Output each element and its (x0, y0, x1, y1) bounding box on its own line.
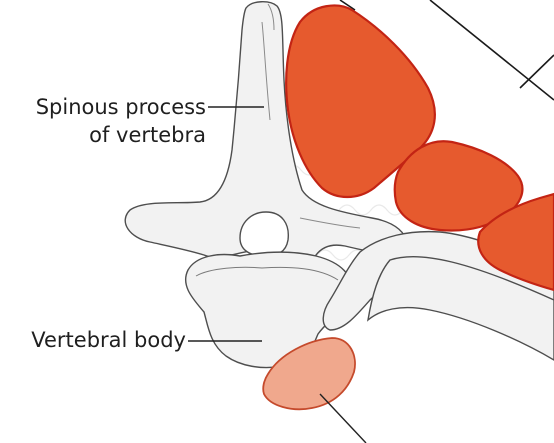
pale-structure (262, 337, 356, 411)
label-vertebral-body-text: Vertebral body (31, 328, 186, 352)
muscle-right (477, 192, 554, 292)
rib-bone-lower (366, 255, 554, 361)
vertebral-body-bone (185, 251, 352, 369)
label-spinous-process-line2: of vertebra (89, 123, 206, 147)
vertebral-foramen (239, 211, 289, 257)
outline-lines (339, 0, 554, 101)
leader-lines (188, 106, 367, 443)
label-spinous-process-line1: Spinous process (35, 95, 206, 119)
label-spinous-process: Spinous process of vertebra (36, 93, 206, 149)
bone-detail-lines (261, 3, 361, 229)
leader-line-pale-structure (319, 393, 367, 443)
muscle-upper (285, 4, 436, 199)
vertebral-body-rim (195, 266, 339, 281)
label-vertebral-body: Vertebral body (31, 326, 186, 354)
